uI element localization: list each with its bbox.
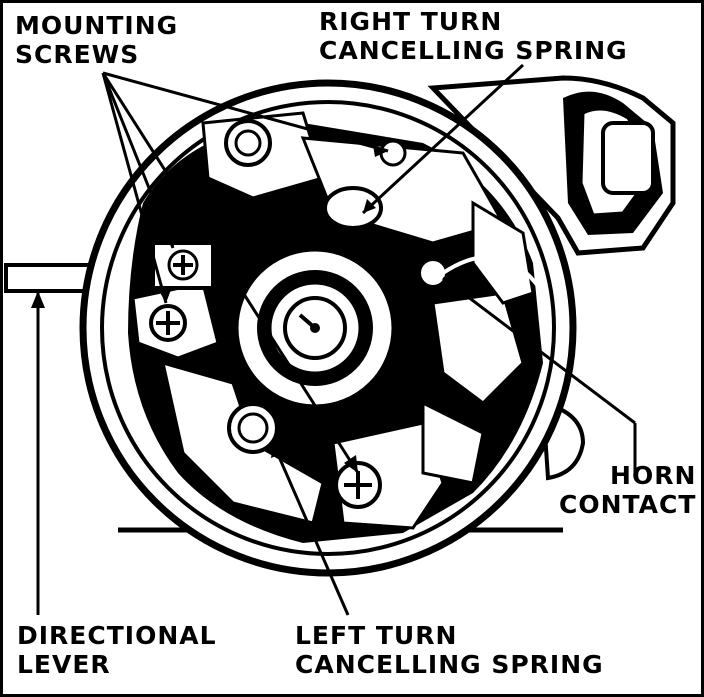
arrowheads xyxy=(31,145,458,473)
label-directional-lever-line2: LEVER xyxy=(17,650,111,679)
label-horn-contact: HORN CONTACT xyxy=(559,461,696,519)
top-screw xyxy=(224,119,407,167)
horn-contact-part xyxy=(417,255,545,295)
label-left-turn-spring-line1: LEFT TURN xyxy=(295,621,458,650)
label-left-turn-spring-line2: CANCELLING SPRING xyxy=(295,650,604,679)
label-horn-contact-line2: CONTACT xyxy=(559,490,697,519)
central-hub xyxy=(220,233,410,423)
mounting-screw-left xyxy=(149,304,187,342)
label-right-turn-spring: RIGHT TURN CANCELLING SPRING xyxy=(319,7,628,65)
leader-lines xyxy=(36,63,637,616)
connector-housing xyxy=(427,75,676,481)
label-mounting-screws: MOUNTING SCREWS xyxy=(15,11,178,69)
label-mounting-screws-line1: MOUNTING xyxy=(15,11,179,40)
label-right-turn-spring-line1: RIGHT TURN xyxy=(319,7,503,36)
label-directional-lever-line1: DIRECTIONAL xyxy=(17,621,217,650)
label-right-turn-spring-line2: CANCELLING SPRING xyxy=(319,36,628,65)
label-mounting-screws-line2: SCREWS xyxy=(15,40,140,69)
label-left-turn-spring: LEFT TURN CANCELLING SPRING xyxy=(295,621,604,679)
right-turn-spring xyxy=(323,186,383,230)
mounting-screw-lower xyxy=(334,461,382,509)
inner-rim xyxy=(100,100,556,556)
left-turn-spring xyxy=(227,402,279,454)
mounting-screw-upper xyxy=(151,241,215,290)
label-directional-lever: DIRECTIONAL LEVER xyxy=(17,621,217,679)
steering-column-illustration xyxy=(4,63,676,616)
label-horn-contact-line1: HORN xyxy=(610,461,697,490)
